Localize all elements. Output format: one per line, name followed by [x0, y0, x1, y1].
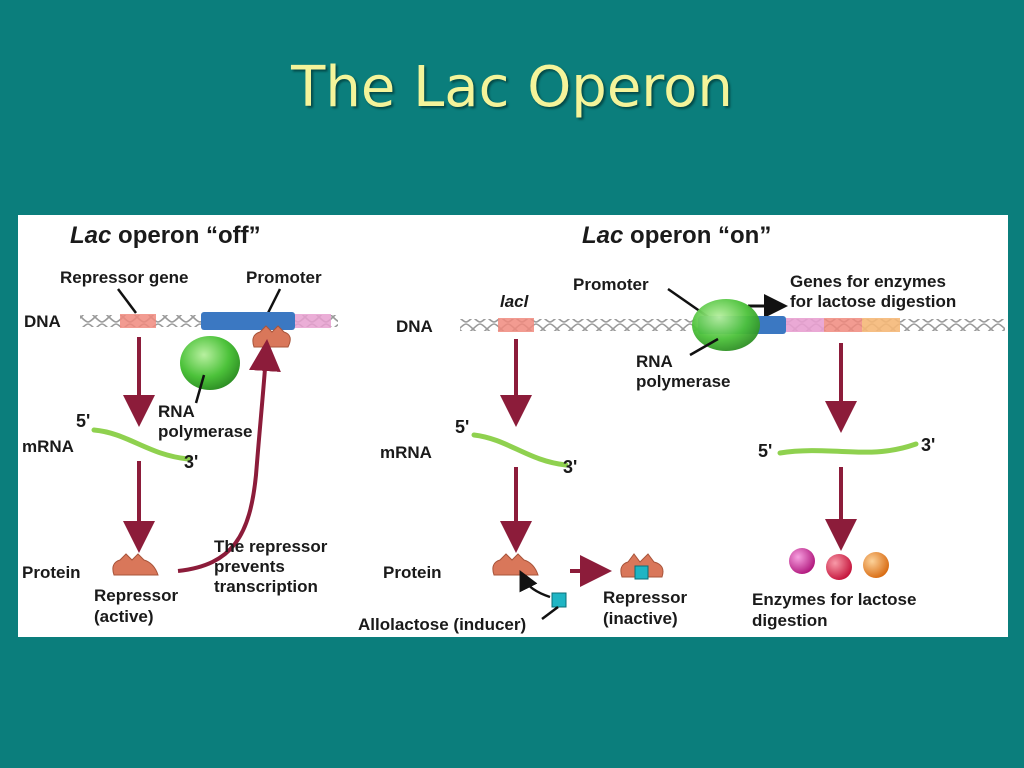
on-lacl-mrna-strand [471, 432, 569, 468]
off-note-2: prevents [214, 557, 285, 576]
off-dna-label: DNA [24, 312, 61, 331]
diagram-panel: Lac operon “off” Repressor gene Promoter… [18, 215, 1008, 637]
on-gene-a-segment [862, 318, 900, 332]
lac-operon-diagram: Lac operon “off” Repressor gene Promoter… [22, 222, 1005, 634]
off-repressor-label-2: (active) [94, 607, 154, 626]
on-repressor-protein [492, 553, 539, 576]
on-five-prime-b: 5' [758, 441, 772, 461]
off-note-1: The repressor [214, 537, 328, 556]
on-lacl-label: lacl [500, 292, 530, 311]
on-bound-inducer [634, 565, 649, 580]
on-dna-label: DNA [396, 317, 433, 336]
off-three-prime: 3' [184, 452, 198, 472]
on-inducer-pointer [541, 606, 559, 620]
on-enzyme-2 [826, 554, 852, 580]
off-repressor-gene-label: Repressor gene [60, 268, 189, 287]
on-lacl-segment [498, 318, 534, 332]
off-gene-segment [295, 314, 331, 328]
off-five-prime: 5' [76, 411, 90, 431]
off-promoter-segment [201, 312, 295, 330]
off-repressor-label-1: Repressor [94, 586, 178, 605]
off-repressor-protein [112, 553, 159, 576]
on-rna-label-2: polymerase [636, 372, 731, 391]
off-rna-label-1: RNA [158, 402, 195, 421]
on-protein-label: Protein [383, 563, 442, 582]
off-promoter-label: Promoter [246, 268, 322, 287]
off-protein-label: Protein [22, 563, 81, 582]
off-heading: Lac operon “off” [70, 222, 261, 249]
off-rna-label-2: polymerase [158, 422, 253, 441]
on-mrna-label: mRNA [380, 443, 432, 462]
on-enzymes-label-1: Enzymes for lactose [752, 590, 916, 609]
off-mrna-label: mRNA [22, 437, 74, 456]
on-rna-label-1: RNA [636, 352, 673, 371]
off-rna-polymerase [180, 336, 240, 390]
off-repressor-gene-segment [120, 314, 156, 328]
off-arrow-repressor-binding [177, 339, 281, 573]
on-gene-z-segment [786, 318, 824, 332]
on-three-prime-a: 3' [563, 457, 577, 477]
on-enzyme-1 [789, 548, 815, 574]
on-polymerase-pointer [689, 337, 719, 357]
on-allolactose-label: Allolactose (inducer) [358, 615, 526, 634]
on-genes-label-1: Genes for enzymes [790, 272, 946, 291]
slide-title: The Lac Operon [291, 55, 733, 120]
on-five-prime-a: 5' [455, 417, 469, 437]
off-mrna-strand [91, 427, 191, 462]
on-rna-polymerase [692, 299, 760, 351]
on-repressor-label-1: Repressor [603, 588, 687, 607]
off-polymerase-pointer [194, 374, 206, 404]
off-note-3: transcription [214, 577, 318, 596]
on-three-prime-b: 3' [921, 435, 935, 455]
on-inducer-binding-arrow [519, 570, 551, 599]
on-genes-mrna-strand [777, 441, 919, 456]
on-inducer-molecule [551, 592, 567, 608]
on-promoter-label: Promoter [573, 275, 649, 294]
off-promoter-pointer [266, 288, 282, 314]
on-repressor-label-2: (inactive) [603, 609, 678, 628]
on-heading: Lac operon “on” [582, 222, 771, 249]
on-genes-label-2: for lactose digestion [790, 292, 956, 311]
on-enzyme-3 [863, 552, 889, 578]
on-enzymes-label-2: digestion [752, 611, 828, 630]
on-gene-y-segment [824, 318, 862, 332]
off-repressor-gene-pointer [117, 288, 137, 314]
